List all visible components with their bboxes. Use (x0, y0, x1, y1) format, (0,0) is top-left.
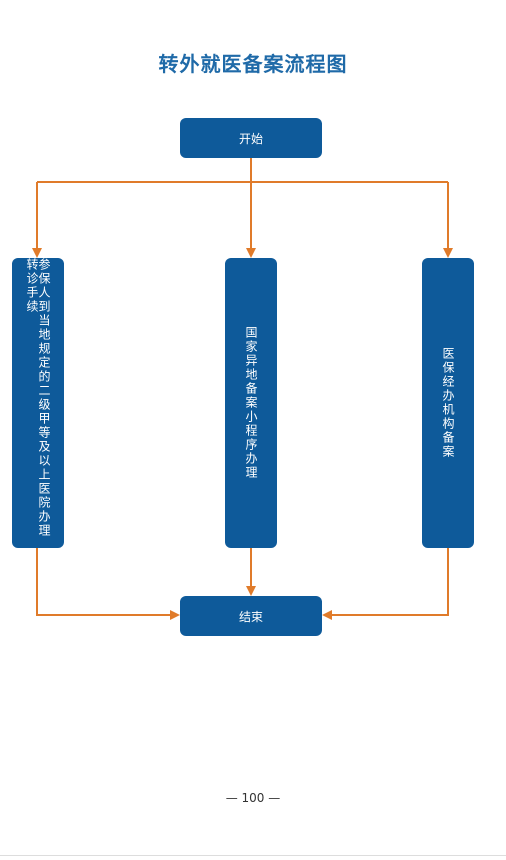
page-title: 转外就医备案流程图 (158, 52, 348, 76)
left-branch-node: 参保人到当地规定的二级甲等及以上医院办理转诊手续 (12, 258, 64, 548)
right-branch-node: 医保经办机构备案 (422, 258, 474, 548)
start-node-label: 开始 (238, 131, 263, 146)
arrow-right-to-end (322, 548, 449, 620)
end-node: 结束 (180, 596, 322, 636)
arrow-left-to-end (36, 548, 180, 620)
end-node-label: 结束 (238, 609, 263, 624)
middle-branch-label: 国家异地备案小程序办理 (244, 326, 258, 480)
page-number: — 100 — (225, 791, 281, 805)
middle-branch-node: 国家异地备案小程序办理 (225, 258, 277, 548)
right-branch-label: 医保经办机构备案 (441, 347, 455, 459)
start-node: 开始 (180, 118, 322, 158)
footer-divider (0, 855, 506, 856)
left-branch-label: 参保人到当地规定的二级甲等及以上医院办理转诊手续 (25, 258, 51, 538)
